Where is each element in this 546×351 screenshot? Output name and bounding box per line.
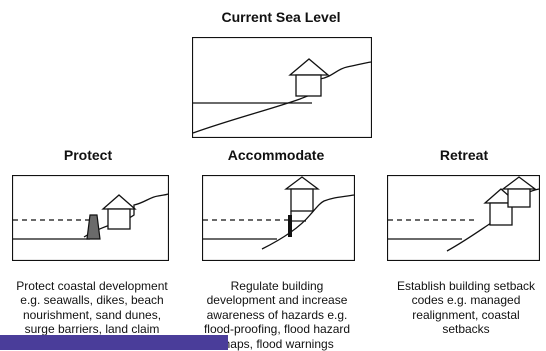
description-line: Establish building setback [396,279,536,293]
overlay-bar [0,335,228,350]
flood-proof-barrier [288,215,292,237]
house-icon [288,58,330,97]
retreat-illustration [387,175,540,261]
description-line: Protect coastal development [16,279,168,293]
description-protect: Protect coastal development e.g. seawall… [16,279,167,337]
description-line: development and increase [206,293,348,308]
panel-current [192,37,372,138]
panel-title-retreat: Retreat [439,147,489,163]
description-line: awareness of hazards e.g. [206,307,348,322]
description-line: nourishment, sand dunes, [22,307,162,322]
description-line: surge barriers, land claim [24,322,160,337]
panel-frame [202,175,355,261]
description-accommodate: Regulate building development and increa… [204,279,350,351]
description-line: flood-proofing, flood hazard [203,322,351,337]
description-line: setbacks [442,322,490,337]
protect-illustration [12,175,169,261]
current-sea-level-illustration [192,37,372,138]
panel-title-accommodate: Accommodate [227,147,325,163]
panel-accommodate [202,175,355,261]
description-retreat: Establish building setback codes e.g. ma… [397,279,535,337]
house-icon [501,176,537,208]
panel-protect [12,175,169,261]
description-line: codes e.g. managed [411,293,521,308]
panel-title-protect: Protect [63,147,113,163]
seawall [86,214,101,240]
house-icon [101,194,137,230]
panel-frame [192,37,372,138]
description-line: Regulate building [230,279,324,293]
description-line: maps, flood warnings [220,336,334,351]
description-line: e.g. seawalls, dikes, beach [20,293,164,308]
description-line: realignment, coastal [412,307,520,322]
main-title: Current Sea Level [221,9,341,25]
accommodate-illustration [202,175,355,261]
panel-retreat [387,175,540,261]
